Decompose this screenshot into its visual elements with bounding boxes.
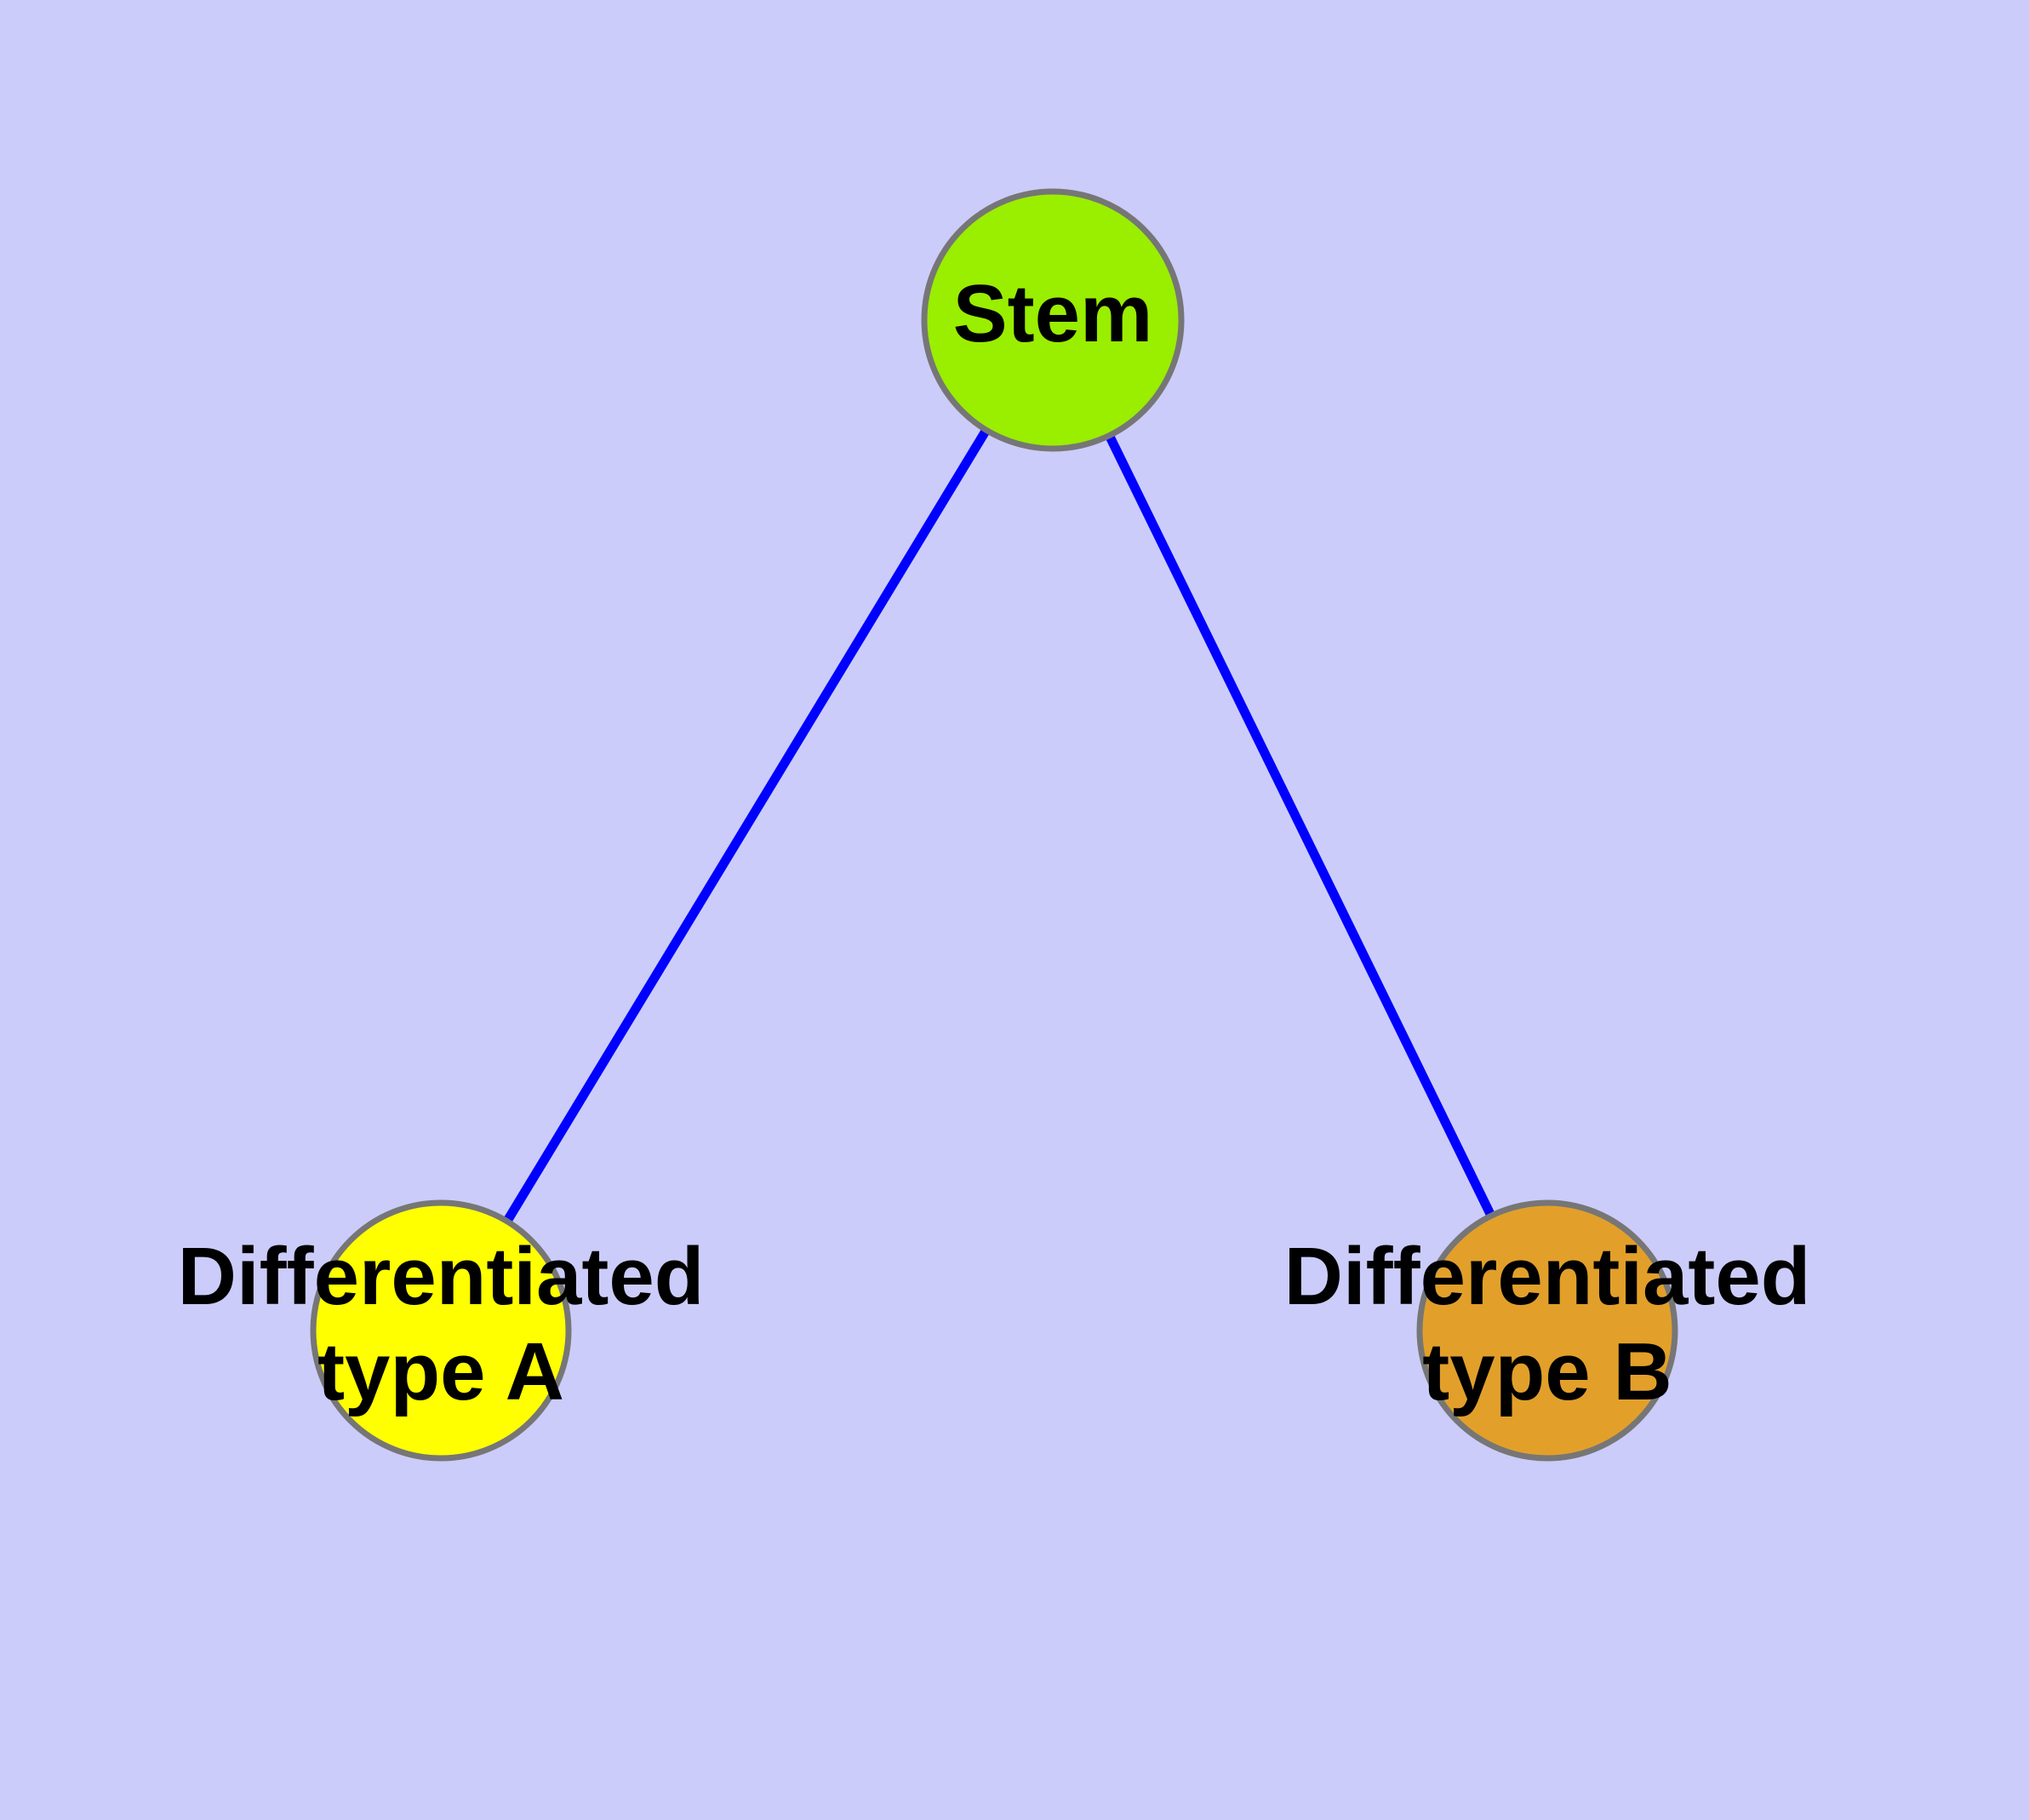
node-label-line: Differentiated <box>178 1231 705 1322</box>
node-label-stem: Stem <box>953 268 1153 359</box>
node-label-line: Stem <box>953 268 1153 359</box>
node-stem[interactable] <box>921 188 1185 452</box>
edge-stem-to-diff_a <box>500 424 992 1227</box>
edges-layer <box>500 424 1497 1227</box>
node-diff_a[interactable] <box>310 1199 572 1462</box>
nodes-layer <box>310 188 1678 1462</box>
node-label-line: Differentiated <box>1284 1231 1811 1322</box>
node-label-line: type B <box>1422 1326 1672 1417</box>
edge-stem-to-diff_b <box>1103 430 1497 1222</box>
node-label-line: type A <box>317 1326 564 1417</box>
node-diff_b[interactable] <box>1416 1199 1678 1462</box>
